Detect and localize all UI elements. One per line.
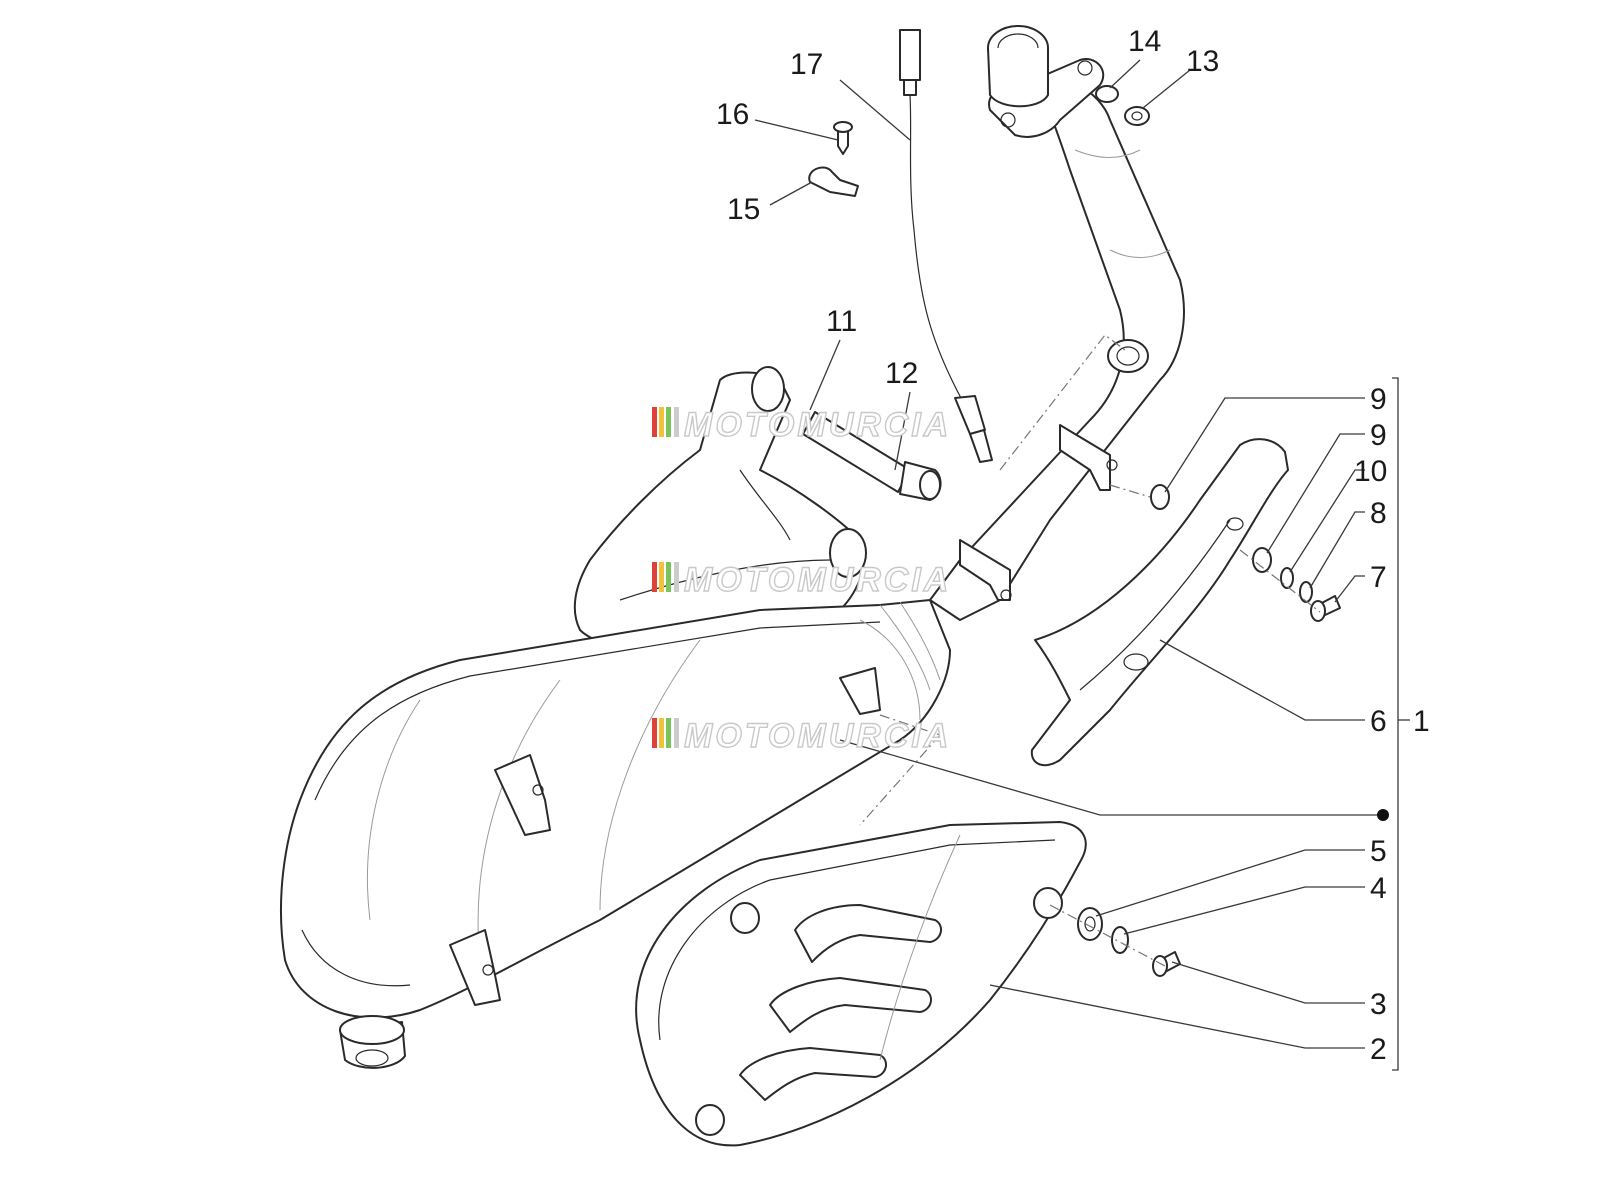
assembly-marker-dot xyxy=(1377,809,1389,821)
callout-7: 7 xyxy=(1370,561,1387,594)
watermark-stripe-yellow xyxy=(659,407,664,437)
watermark: MOTOMURCIA MOTOMURCIA MOTOMURCIA xyxy=(652,405,951,756)
callout-12: 12 xyxy=(885,357,918,390)
callout-8: 8 xyxy=(1370,497,1387,530)
watermark-text-2: MOTOMURCIA xyxy=(684,561,951,599)
callout-15: 15 xyxy=(727,193,760,226)
callout-9-top: 9 xyxy=(1370,383,1387,416)
callout-9: 9 xyxy=(1370,419,1387,452)
assembly-guides xyxy=(859,334,1321,967)
watermark-stripes xyxy=(652,407,679,748)
callout-3: 3 xyxy=(1370,988,1387,1021)
callouts: 1 2 3 4 5 6 7 8 9 9 10 11 12 13 14 15 16… xyxy=(716,25,1430,1066)
callout-16: 16 xyxy=(716,98,749,131)
muffler-body xyxy=(280,599,951,1069)
watermark-stripe-green xyxy=(666,407,671,437)
callout-14: 14 xyxy=(1128,25,1161,58)
callout-1: 1 xyxy=(1413,705,1430,738)
leader-lines xyxy=(754,59,1410,1071)
callout-2: 2 xyxy=(1370,1033,1387,1066)
bolt-12 xyxy=(802,411,942,501)
lambda-sensor-17 xyxy=(899,29,993,463)
watermark-stripe-red xyxy=(652,407,657,437)
heat-shield-6 xyxy=(1030,438,1289,767)
callout-5: 5 xyxy=(1370,835,1387,868)
watermark-text-1: MOTOMURCIA xyxy=(684,406,951,444)
watermark-text-3: MOTOMURCIA xyxy=(684,717,951,755)
callout-11: 11 xyxy=(826,305,857,338)
small-hardware xyxy=(808,85,1341,977)
callout-10: 10 xyxy=(1354,455,1387,488)
swing-arm-bracket xyxy=(573,366,867,648)
outer-guard-2 xyxy=(635,821,1087,1147)
exhaust-header-pipe xyxy=(929,25,1185,621)
callout-13: 13 xyxy=(1186,45,1219,78)
callout-17: 17 xyxy=(790,48,823,81)
callout-6: 6 xyxy=(1370,705,1387,738)
callout-4: 4 xyxy=(1370,872,1387,905)
